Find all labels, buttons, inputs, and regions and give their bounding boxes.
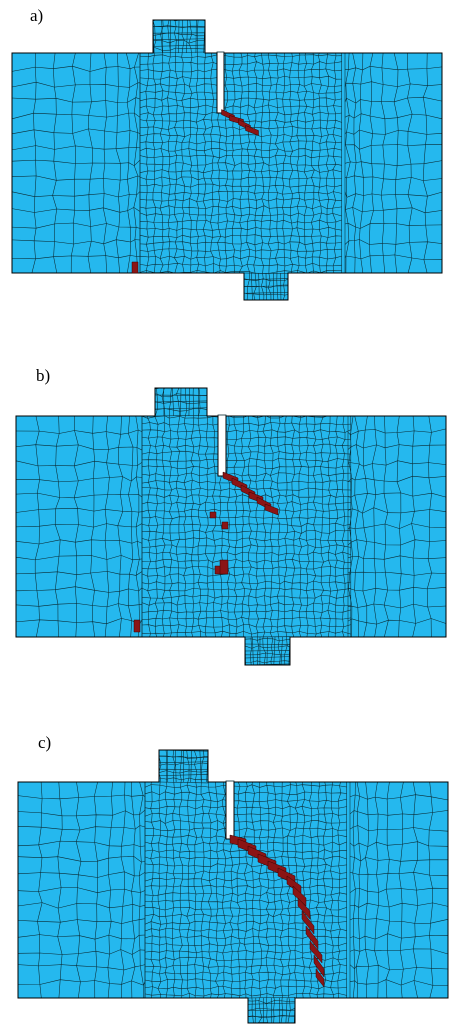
crack-element (221, 521, 229, 530)
panel-a: a) (0, 0, 453, 310)
crack-element (131, 261, 139, 274)
crack-element (305, 925, 319, 950)
panel-c: c) (0, 725, 453, 1030)
specimen-outline (17, 749, 449, 1024)
panel-b: b) (0, 360, 453, 670)
specimen-body (12, 20, 442, 300)
crack-element (245, 125, 259, 136)
crack-element (292, 885, 307, 907)
mesh-specimen (15, 387, 447, 666)
panel-label: c) (38, 733, 52, 752)
panel-label: a) (30, 6, 44, 25)
crack-element (219, 559, 229, 575)
crack-element (315, 968, 325, 988)
specimen-outline (15, 387, 447, 666)
panel-label: b) (36, 366, 51, 385)
crack-elements (133, 471, 279, 633)
specimen-body (16, 388, 446, 665)
crack-element (309, 940, 323, 964)
crack-element (297, 897, 311, 920)
specimen-outline (11, 19, 443, 301)
crack-elements (131, 109, 259, 274)
specimen-body (18, 750, 448, 1023)
crack-elements (229, 834, 325, 988)
crack-element (301, 910, 315, 935)
mesh-specimen (11, 19, 443, 301)
notch (216, 51, 225, 114)
crack-element (313, 954, 325, 978)
notch (225, 780, 235, 840)
crack-element (133, 619, 141, 633)
mesh-specimen (17, 749, 449, 1024)
mesh-lines (16, 388, 446, 665)
crack-element (209, 511, 217, 519)
notch (217, 414, 227, 477)
crack-element (264, 503, 279, 516)
